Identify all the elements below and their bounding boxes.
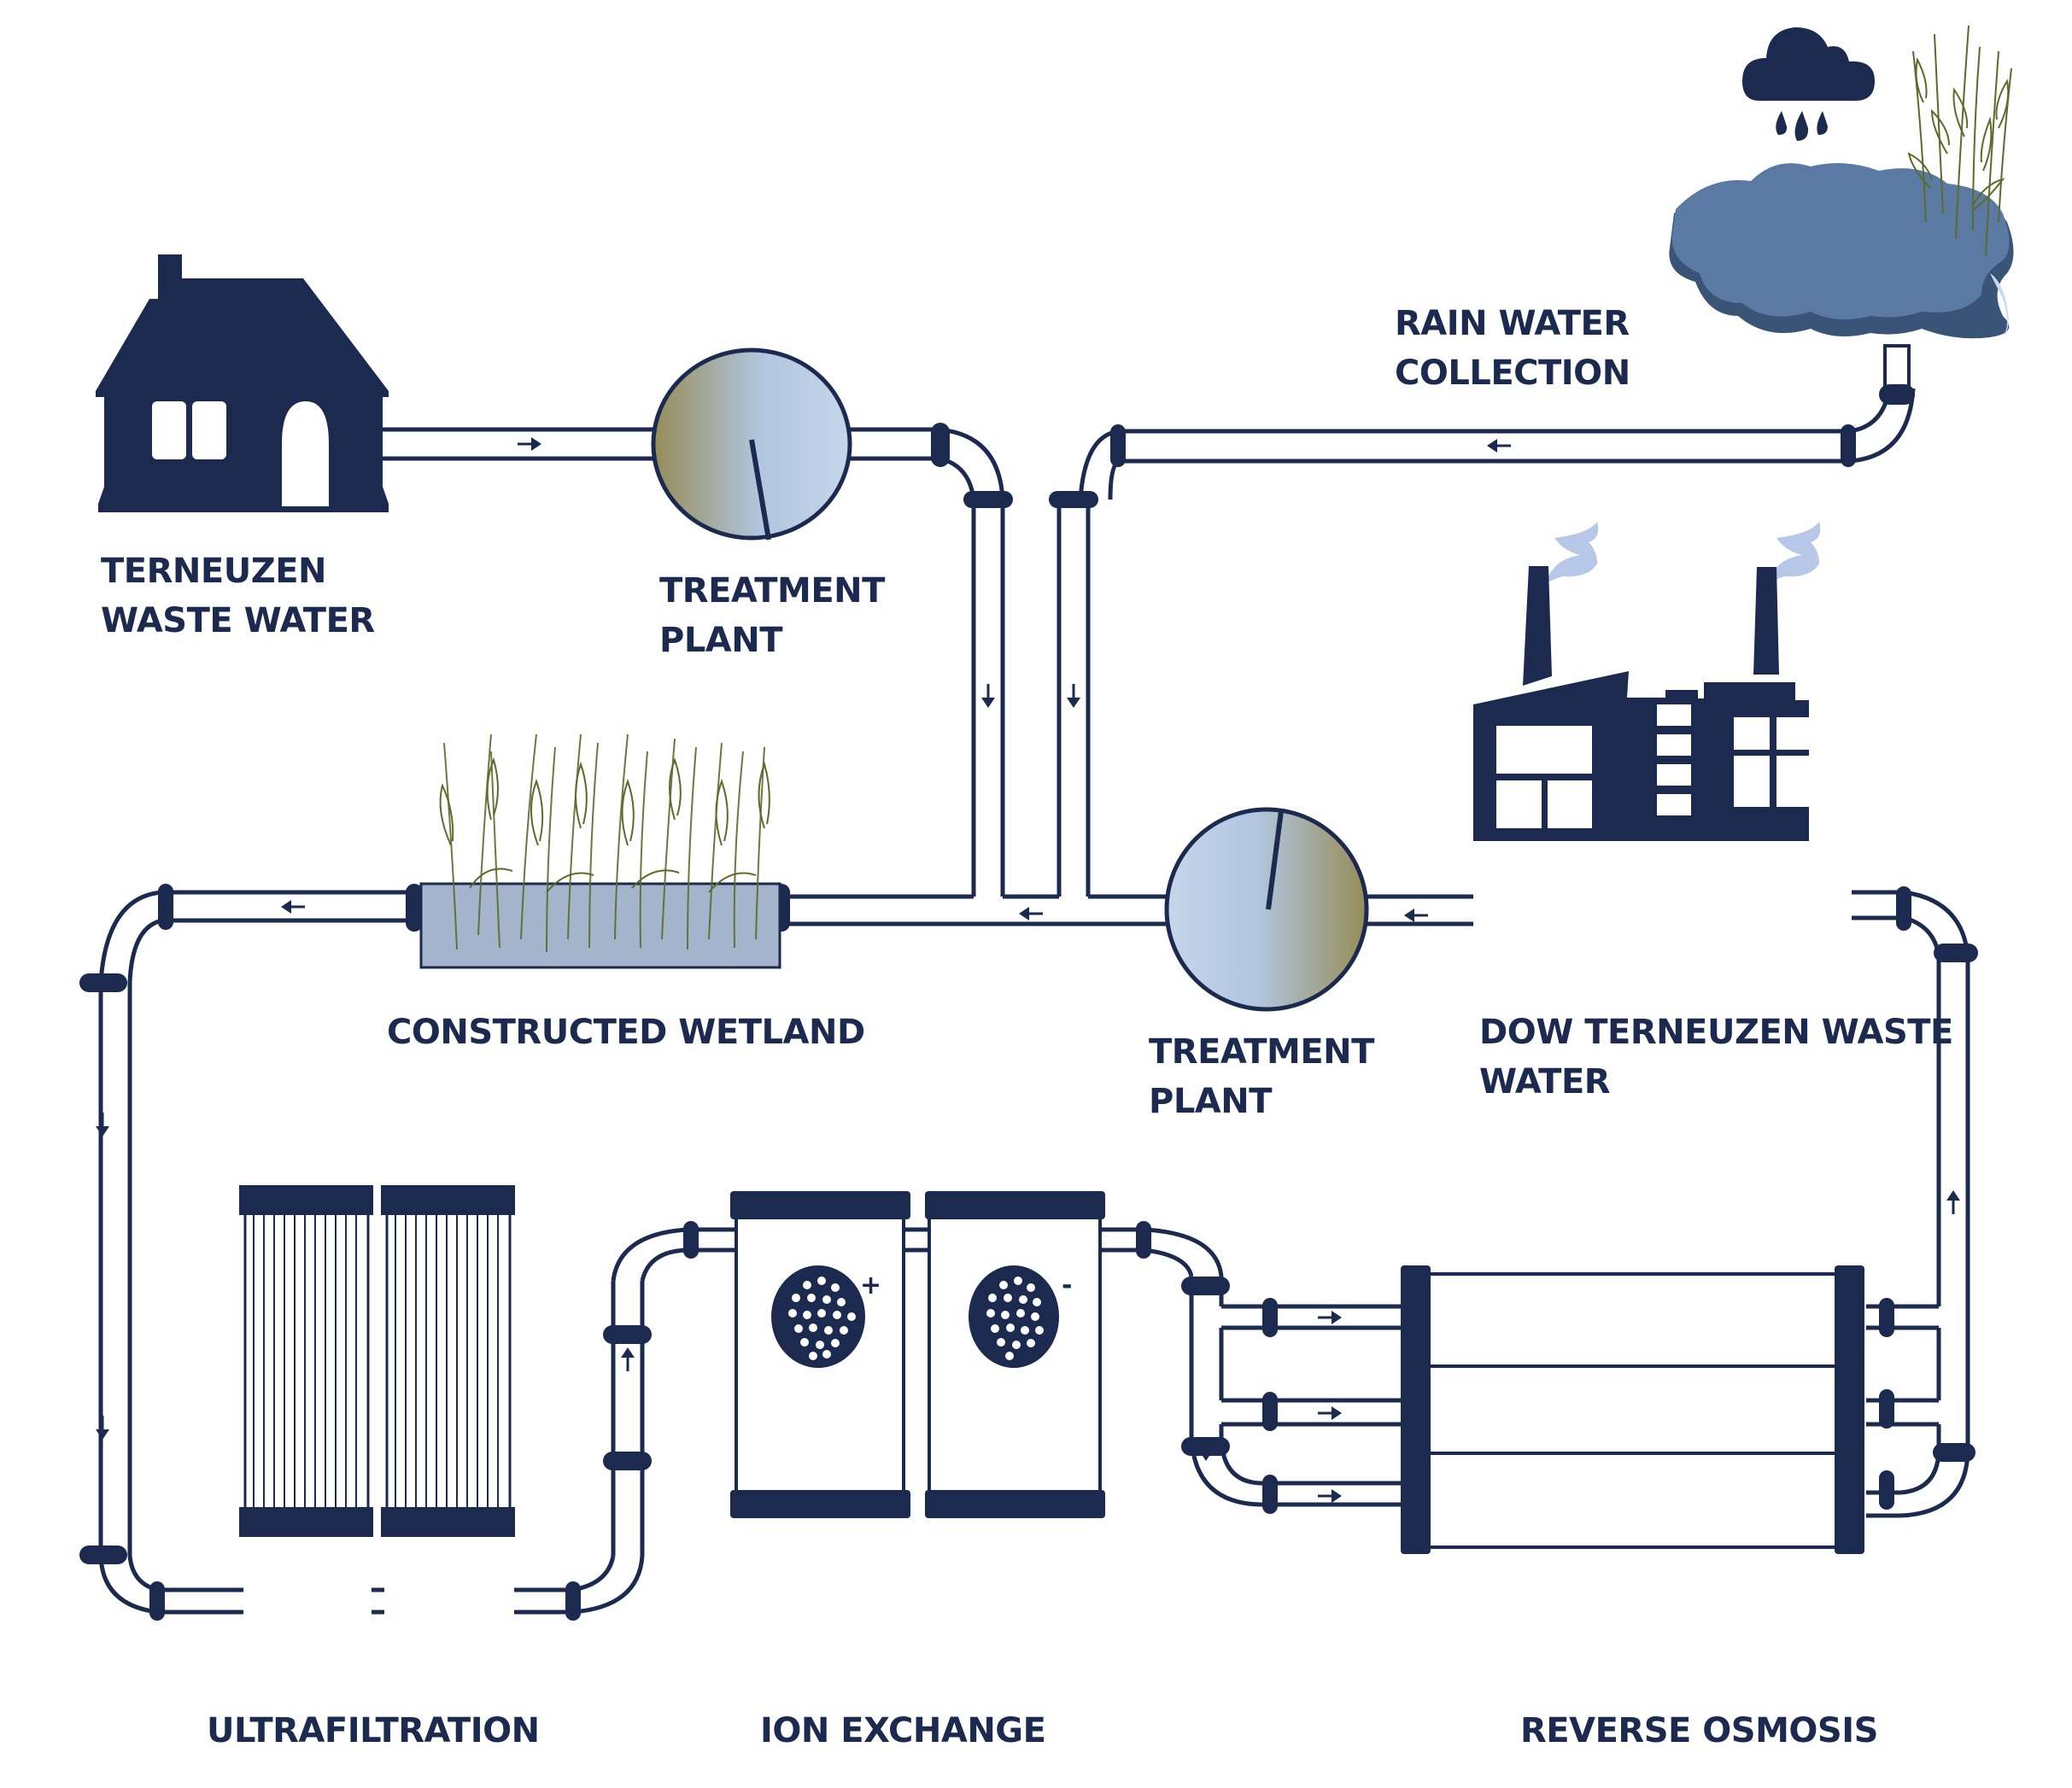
label-line: ULTRAFILTRATION bbox=[207, 1711, 540, 1750]
label-line: TREATMENT bbox=[659, 571, 885, 611]
arrow-down-icon bbox=[96, 1416, 109, 1440]
arrow-left-icon bbox=[1404, 909, 1428, 922]
label-line: WASTE WATER bbox=[101, 601, 375, 640]
label-line: DOW TERNEUZEN WASTE bbox=[1479, 1013, 1953, 1052]
arrow-up-icon bbox=[621, 1347, 635, 1371]
reeds-icon bbox=[1907, 25, 2012, 257]
house-icon bbox=[96, 254, 389, 512]
pipe-house-to-treatment bbox=[380, 427, 653, 461]
label-line: WATER bbox=[1479, 1062, 1611, 1101]
pond-icon bbox=[1669, 163, 2014, 339]
arrow-up-icon bbox=[1946, 1190, 1960, 1214]
factory-icon bbox=[1473, 522, 1821, 841]
arrow-left-icon bbox=[281, 900, 305, 914]
label-line: TERNEUZEN bbox=[101, 552, 326, 591]
label-line: PLANT bbox=[659, 621, 783, 660]
label-dow-terneuzen-waste-water: DOW TERNEUZEN WASTE WATER bbox=[1479, 1008, 1953, 1107]
anion-charge-label: - bbox=[1062, 1271, 1072, 1300]
pipe-treatment-to-junction bbox=[850, 427, 1005, 897]
ion-exchange-cation-column bbox=[730, 1191, 910, 1518]
label-line: PLANT bbox=[1149, 1082, 1273, 1121]
pipe-uf-to-ix bbox=[372, 1227, 929, 1615]
pipe-wetland-to-left bbox=[98, 890, 410, 1615]
label-ion-exchange: ION EXCHANGE bbox=[760, 1706, 1046, 1756]
label-treatment-plant-top: TREATMENT PLANT bbox=[659, 566, 885, 665]
constructed-wetland-icon bbox=[419, 733, 781, 969]
ion-exchange-anion-column bbox=[925, 1191, 1105, 1518]
label-line: ION EXCHANGE bbox=[760, 1711, 1046, 1750]
arrow-right-icon bbox=[1318, 1406, 1342, 1420]
pipe-ro-return bbox=[1852, 890, 1970, 1518]
arrow-right-icon bbox=[1318, 1311, 1342, 1324]
label-constructed-wetland: CONSTRUCTED WETLAND bbox=[387, 1008, 865, 1057]
label-terneuzen-waste-water: TERNEUZEN WASTE WATER bbox=[101, 546, 375, 646]
label-treatment-plant-mid: TREATMENT PLANT bbox=[1149, 1027, 1374, 1126]
pipe-ix-to-ro bbox=[1100, 1227, 1401, 1507]
label-line: COLLECTION bbox=[1395, 354, 1630, 393]
label-line: TREATMENT bbox=[1149, 1032, 1374, 1072]
reverse-osmosis-membrane-1 bbox=[1401, 1265, 1864, 1370]
resin-bead-icon bbox=[969, 1265, 1059, 1368]
arrow-left-icon bbox=[1487, 439, 1511, 453]
label-ultrafiltration: ULTRAFILTRATION bbox=[207, 1706, 540, 1756]
arrow-left-icon bbox=[1019, 907, 1043, 920]
treatment-plant-top-icon bbox=[651, 348, 852, 540]
label-line: RAIN WATER bbox=[1395, 304, 1630, 343]
label-reverse-osmosis: REVERSE OSMOSIS bbox=[1520, 1706, 1878, 1756]
arrow-down-icon bbox=[1199, 1437, 1213, 1461]
ultrafiltration-unit-1 bbox=[239, 1185, 373, 1537]
rain-cloud-icon bbox=[1742, 27, 1875, 141]
pipe-factory-to-treatment bbox=[1367, 894, 1473, 926]
label-line: CONSTRUCTED WETLAND bbox=[387, 1013, 865, 1052]
arrow-down-icon bbox=[1067, 684, 1080, 708]
reverse-osmosis-membrane-3 bbox=[1401, 1443, 1864, 1554]
reverse-osmosis-membrane-2 bbox=[1401, 1358, 1864, 1469]
label-line: REVERSE OSMOSIS bbox=[1520, 1711, 1878, 1750]
treatment-plant-mid-icon bbox=[1164, 807, 1369, 1012]
arrow-down-icon bbox=[981, 684, 995, 708]
arrow-down-icon bbox=[96, 1113, 109, 1136]
arrow-right-icon bbox=[1318, 1489, 1342, 1503]
ultrafiltration-unit-2 bbox=[381, 1185, 515, 1537]
flow-arrows bbox=[96, 437, 1960, 1503]
pipe-network bbox=[98, 344, 1970, 1615]
resin-bead-icon bbox=[771, 1265, 865, 1368]
cation-charge-label: + bbox=[860, 1271, 881, 1300]
pipe-couplings bbox=[79, 384, 1978, 1621]
pipe-junction-to-wetland bbox=[786, 894, 1166, 926]
arrow-right-icon bbox=[518, 437, 541, 451]
label-rain-water-collection: RAIN WATER COLLECTION bbox=[1395, 299, 1630, 398]
